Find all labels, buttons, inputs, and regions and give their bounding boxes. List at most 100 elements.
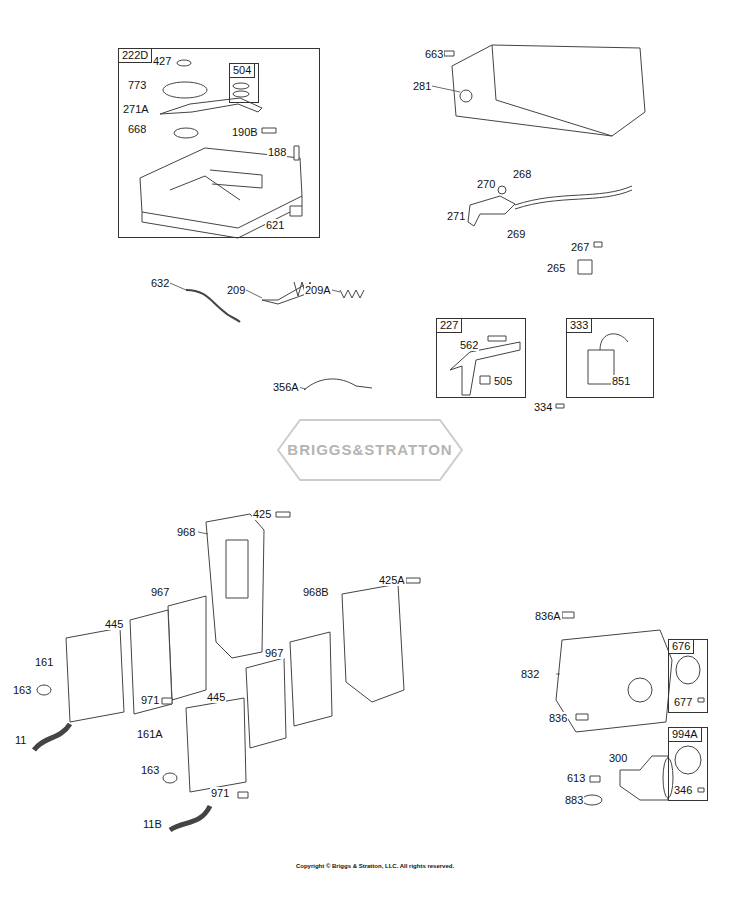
callout-number: 621 [265, 219, 285, 231]
base-161a [186, 698, 246, 792]
callout-number: 773 [127, 79, 147, 91]
bolt-425a [406, 578, 420, 583]
callout-number: 971 [210, 787, 230, 799]
leader-line [246, 290, 262, 298]
callout-number: 188 [267, 146, 287, 158]
base-plate-edge [142, 196, 302, 238]
callout-number: 267 [570, 241, 590, 253]
muffler-port [628, 678, 652, 702]
callout-number: 663 [424, 48, 444, 60]
callout-number: 968 [176, 526, 196, 538]
clip-621 [290, 206, 302, 216]
callout-number: 300 [608, 752, 628, 764]
screw-613 [590, 776, 600, 782]
seal-163a [37, 685, 51, 695]
bracket-281 [452, 45, 645, 136]
tube-11b [170, 806, 210, 830]
callout-number: 425 [252, 508, 272, 520]
callout-number: 11 [14, 734, 27, 746]
filter-967a [168, 596, 206, 700]
wire-356a [304, 379, 372, 390]
callout-number: 270 [476, 178, 496, 190]
callout-number: 836A [534, 610, 562, 622]
seal-163b [163, 773, 177, 783]
callout-number: 281 [412, 80, 432, 92]
callout-number: 161A [136, 728, 164, 740]
group-number: 227 [437, 319, 462, 333]
callout-number: 209A [304, 284, 332, 296]
clip-265 [578, 260, 592, 274]
base-plate-rib [170, 176, 240, 200]
callout-number: 269 [506, 228, 526, 240]
lever-271 [468, 196, 515, 226]
lever-271a [160, 98, 262, 114]
gasket-883 [582, 795, 602, 805]
callout-number: 161 [34, 656, 54, 668]
copyright-note: Copyright © Briggs & Stratton, LLC. All … [295, 862, 455, 870]
group-number: 676 [669, 640, 694, 654]
group-number: 333 [567, 319, 592, 333]
filter-967b [290, 632, 332, 726]
spring-209a [340, 290, 364, 298]
cover-968b [342, 584, 404, 702]
bolt-188 [294, 146, 299, 160]
bushing-668 [174, 128, 198, 138]
screw-267 [594, 242, 602, 247]
watermark-outline [278, 420, 462, 480]
module-wire [600, 334, 628, 350]
callout-number: 346 [673, 784, 693, 796]
nut-270 [498, 186, 506, 194]
callout-number: 668 [127, 123, 147, 135]
group-number: 504 [230, 64, 255, 78]
filter-445a [130, 610, 172, 714]
screw-663 [444, 51, 454, 56]
callout-number: 445 [104, 618, 124, 630]
screw-677 [698, 698, 704, 702]
deflector-676 [676, 656, 700, 684]
cable-268b [515, 190, 632, 209]
parts-group-box: 222D427773271A668190B188621504 [118, 48, 320, 238]
callout-number: 967 [264, 647, 284, 659]
callout-number: 190B [231, 126, 259, 138]
callout-number: 505 [493, 375, 513, 387]
nut-427 [177, 60, 191, 66]
bolt-836a [562, 612, 574, 618]
parts-group-box: 504 [229, 63, 259, 103]
callout-number: 334 [533, 401, 553, 413]
bolt-425 [276, 512, 290, 517]
bolt-836 [576, 714, 588, 720]
washer-504b [233, 91, 249, 97]
callout-number: 271A [122, 103, 150, 115]
cover-968 [206, 514, 264, 658]
parts-group-box: 227562505 [436, 318, 526, 398]
bolt-190b [262, 128, 276, 133]
callout-number: 163 [140, 764, 160, 776]
callout-number: 851 [611, 375, 631, 387]
governor-773 [163, 82, 207, 98]
bracket-hole [460, 90, 472, 102]
tube-11 [34, 724, 70, 750]
callout-number: 445 [206, 691, 226, 703]
group-number: 994A [669, 728, 702, 742]
nut-505 [480, 376, 490, 384]
screw-971a [162, 698, 172, 704]
bracket-281-fold [492, 45, 612, 136]
screw-334 [556, 404, 564, 408]
base-plate [140, 148, 302, 228]
callout-number: 967 [150, 586, 170, 598]
screen-994a [675, 746, 701, 774]
leader-line [556, 674, 560, 675]
washer-504a [233, 83, 249, 89]
screw-346 [698, 788, 704, 792]
cover-968-window [226, 540, 248, 598]
callout-number: 613 [566, 772, 586, 784]
callout-number: 427 [152, 55, 172, 67]
callout-number: 11B [142, 818, 163, 830]
spring-209 [262, 284, 306, 304]
parts-group-box: 676677 [668, 639, 708, 713]
callout-number: 163 [12, 684, 32, 696]
parts-group-box: 994A 346 [668, 727, 708, 801]
callout-number: 883 [564, 794, 584, 806]
callout-number: 632 [150, 277, 170, 289]
